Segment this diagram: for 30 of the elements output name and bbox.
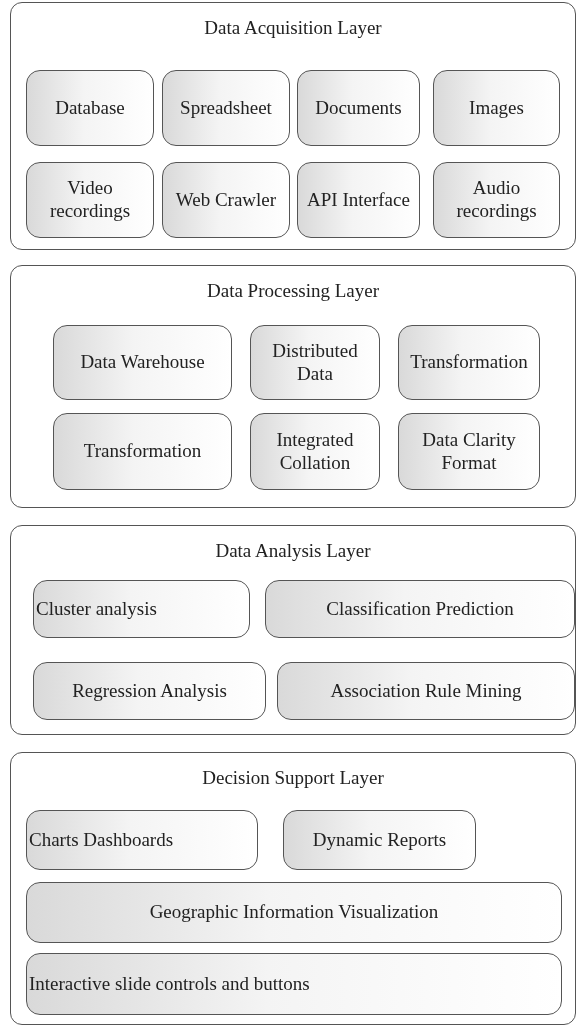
layer-title: Data Analysis Layer bbox=[214, 540, 372, 562]
component-box: Classification Prediction bbox=[265, 580, 575, 638]
component-box: Web Crawler bbox=[162, 162, 290, 238]
component-box: Regression Analysis bbox=[33, 662, 266, 720]
component-box: Transformation bbox=[398, 325, 540, 400]
component-box: Association Rule Mining bbox=[277, 662, 575, 720]
component-box: Documents bbox=[297, 70, 420, 146]
component-box: Transformation bbox=[53, 413, 232, 490]
component-box: API Interface bbox=[297, 162, 420, 238]
component-box: Integrated Collation bbox=[250, 413, 380, 490]
layer-title: Data Processing Layer bbox=[206, 280, 380, 302]
layer-panel bbox=[10, 2, 576, 250]
component-box: Audio recordings bbox=[433, 162, 560, 238]
layer-panel bbox=[10, 752, 576, 1025]
component-box: Images bbox=[433, 70, 560, 146]
component-box: Charts Dashboards bbox=[26, 810, 258, 870]
component-box: Spreadsheet bbox=[162, 70, 290, 146]
component-box: Database bbox=[26, 70, 154, 146]
layer-panel bbox=[10, 265, 576, 508]
component-box: Cluster analysis bbox=[33, 580, 250, 638]
layer-panel bbox=[10, 525, 576, 735]
component-box: Data Clarity Format bbox=[398, 413, 540, 490]
layer-title: Data Acquisition Layer bbox=[203, 17, 383, 39]
component-box: Dynamic Reports bbox=[283, 810, 476, 870]
component-box: Video recordings bbox=[26, 162, 154, 238]
layer-title: Decision Support Layer bbox=[201, 767, 385, 789]
component-box: Geographic Information Visualization bbox=[26, 882, 562, 943]
component-box: Distributed Data bbox=[250, 325, 380, 400]
component-box: Data Warehouse bbox=[53, 325, 232, 400]
component-box: Interactive slide controls and buttons bbox=[26, 953, 562, 1015]
